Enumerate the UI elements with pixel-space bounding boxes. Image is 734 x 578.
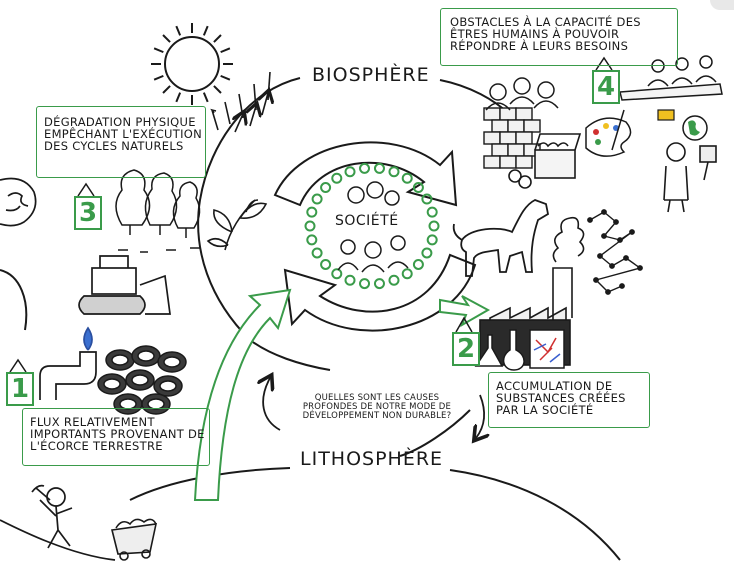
societe-label: SOCIÉTÉ: [335, 213, 399, 229]
people-behind-wall-icon: [485, 77, 559, 111]
condition-1-number: 1: [6, 372, 34, 406]
number-tab-hooks: [9, 56, 613, 373]
head-icon: [0, 177, 37, 227]
society-cycle-arrows: [273, 141, 477, 332]
condition-3-box: [36, 106, 206, 178]
person-icon: [663, 142, 717, 213]
dog-icon: [452, 199, 550, 277]
treasure-chest-icon: [508, 133, 582, 189]
radiation-arrows-icon: [210, 71, 270, 133]
condition-1-text: FLUX RELATIVEMENT IMPORTANTS PROVENANT D…: [30, 415, 205, 454]
oil-barrels-icon: [97, 345, 187, 415]
miner-icon: [0, 484, 116, 561]
sun-icon: [151, 23, 233, 105]
flask-icon: [474, 329, 565, 371]
bulldozer-icon: [78, 255, 171, 315]
forest-icon: [115, 169, 201, 253]
sticky-note-icon: [657, 109, 675, 121]
condition-2-text: ACCUMULATION DE SUBSTANCES CRÉÉES PAR LA…: [496, 379, 626, 418]
brick-wall-icon: [483, 107, 541, 169]
paint-palette-icon: [585, 109, 632, 157]
condition-4-text: OBSTACLES À LA CAPACITÉ DES ÊTRES HUMAIN…: [450, 15, 641, 54]
condition-2-number: 2: [452, 332, 480, 366]
green-flow-arrow: [193, 288, 491, 501]
root-cause-question: QUELLES SONT LES CAUSES PROFONDES DE NOT…: [302, 393, 452, 421]
gas-pipe-icon: [39, 326, 97, 400]
condition-3-number: 3: [74, 196, 102, 230]
globe-icon: [682, 115, 708, 141]
society-dotted-ring: [304, 162, 440, 290]
lithosphere-label: LITHOSPHÈRE: [300, 448, 444, 470]
condition-4-box: [440, 8, 678, 66]
condition-1-box: [22, 408, 210, 466]
condition-3-text: DÉGRADATION PHYSIQUE EMPÊCHANT L'EXÉCUTI…: [44, 115, 203, 154]
biosphere-label: BIOSPHÈRE: [312, 64, 430, 86]
plant-icon: [206, 199, 268, 251]
molecule-icon: [587, 209, 643, 295]
window-corner-control[interactable]: [710, 0, 734, 10]
panel-people-icon: [619, 55, 723, 101]
society-people-icon: [337, 181, 409, 273]
mining-cart-icon: [111, 518, 158, 561]
condition-2-box: [488, 372, 650, 428]
condition-4-number: 4: [592, 70, 620, 104]
question-arrows: [263, 378, 484, 438]
